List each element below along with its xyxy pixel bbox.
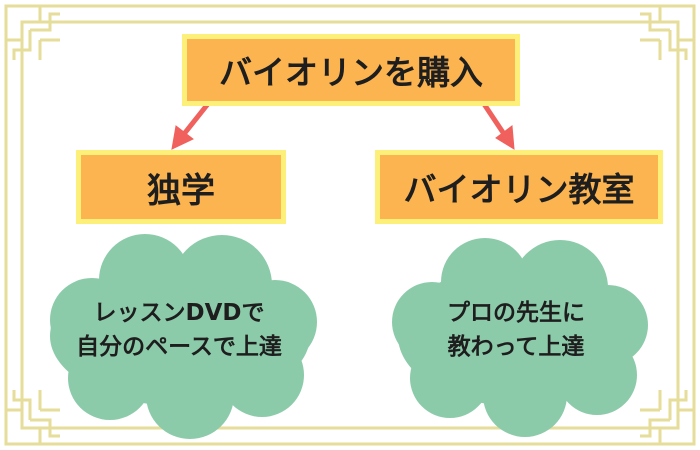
- right-cloud-text: プロの先生に 教わって上達: [402, 296, 630, 364]
- right-box: バイオリン教室: [375, 150, 663, 224]
- frame-corner-bottom-right: [640, 390, 694, 444]
- left-cloud-text: レッスンDVDで 自分のペースで上達: [48, 296, 310, 364]
- left-cloud-line-2: 自分のペースで上達: [76, 334, 282, 360]
- frame-inner-line: [20, 20, 680, 430]
- right-cloud-shape: [392, 238, 648, 437]
- left-box: 独学: [76, 150, 286, 224]
- left-cloud-line-1: レッスンDVDで: [93, 300, 265, 326]
- right-cloud-line-2: 教わって上達: [447, 334, 585, 360]
- left-box-label: 独学: [147, 170, 215, 211]
- left-cloud-shape: [50, 234, 317, 439]
- frame-corner-bottom-left: [6, 390, 60, 444]
- frame-corner-top-left: [6, 6, 60, 60]
- right-cloud-line-1: プロの先生に: [447, 300, 585, 326]
- top-box: バイオリンを購入: [182, 34, 520, 106]
- top-box-label: バイオリンを購入: [219, 53, 483, 92]
- frame-outer-line: [4, 4, 696, 446]
- right-box-label: バイオリン教室: [403, 170, 635, 209]
- frame-corner-top-right: [640, 6, 694, 60]
